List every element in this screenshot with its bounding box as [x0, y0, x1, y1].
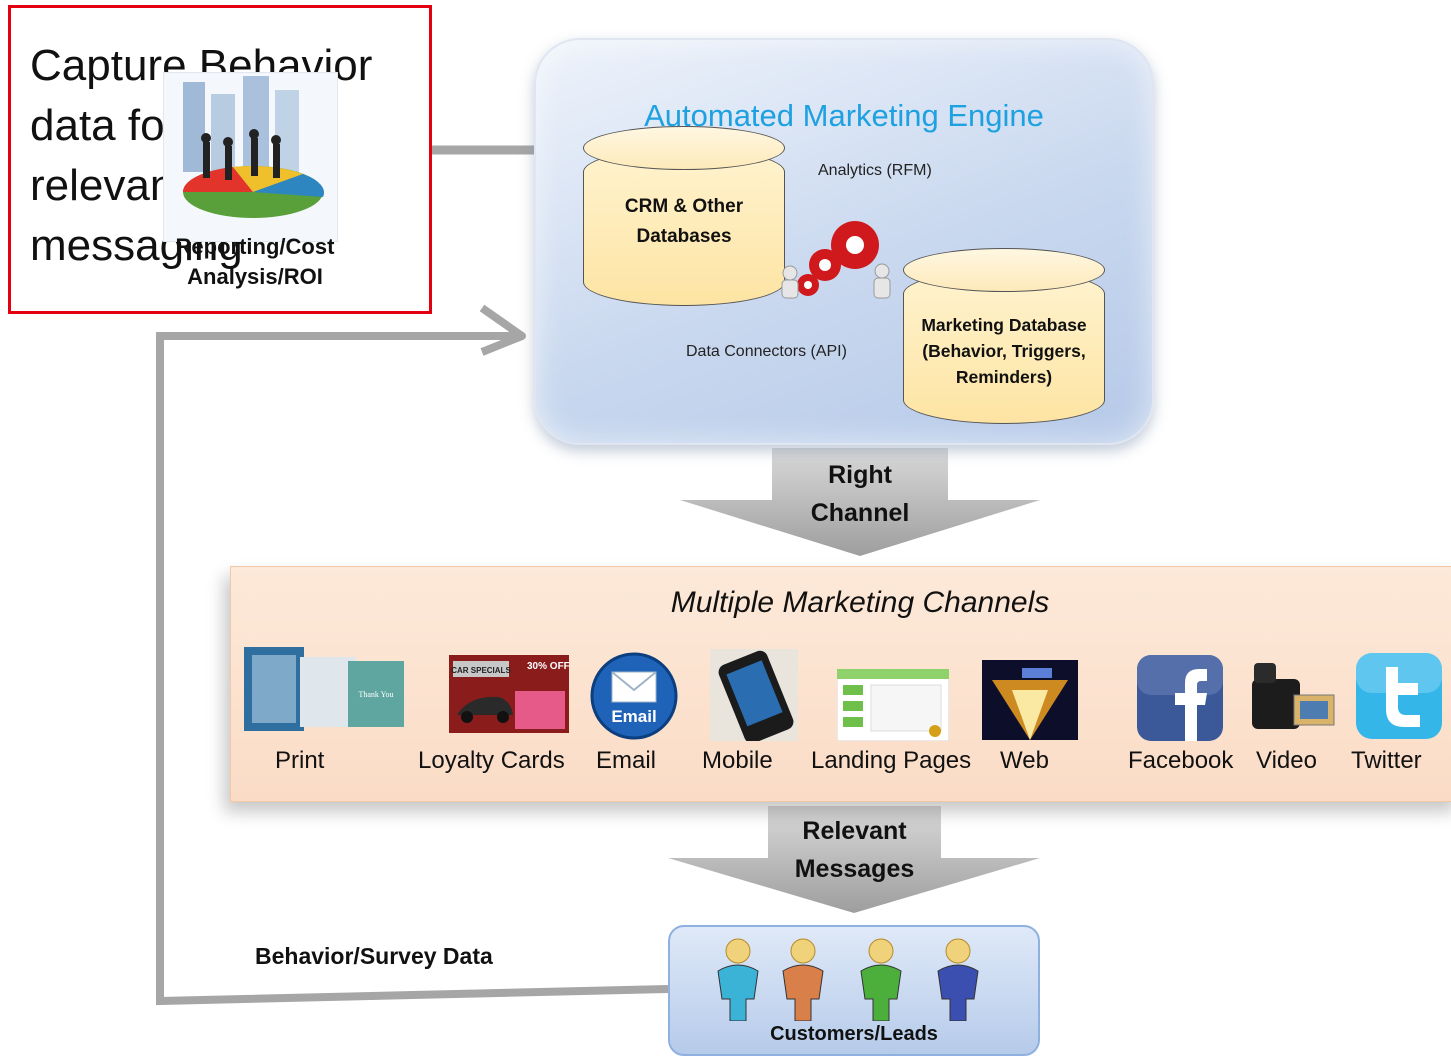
twitter-icon: [1356, 653, 1442, 739]
callout-line-2: data for: [30, 101, 180, 150]
video-camera-icon: [1252, 663, 1335, 729]
mkt-db-label-line-3: Reminders): [955, 367, 1053, 387]
print-brochures-icon: Thank You: [244, 647, 404, 731]
svg-text:Thank You: Thank You: [358, 690, 393, 699]
loyalty-card-title: CAR SPECIALS: [451, 666, 511, 675]
channel-label-print: Print: [275, 747, 325, 774]
reporting-chart-icon: [163, 72, 338, 242]
crm-db-label-line-1: CRM & Other: [624, 196, 744, 217]
crm-database-cylinder: CRM & Other Databases: [583, 126, 785, 306]
marketing-database-cylinder: Marketing Database (Behavior, Triggers, …: [903, 248, 1105, 424]
reporting-label-line-2: Analysis/ROI: [187, 264, 323, 289]
person-icon: [782, 938, 824, 1021]
callout-line-3: relevant: [30, 161, 187, 210]
channel-label-facebook: Facebook: [1128, 747, 1234, 774]
right-channel-line-2: Channel: [810, 499, 910, 527]
channels-title: Multiple Marketing Channels: [670, 586, 1050, 619]
channel-label-mobile: Mobile: [702, 747, 773, 774]
facebook-icon: [1137, 655, 1223, 741]
analytics-label: Analytics (RFM): [818, 162, 932, 179]
person-icon: [860, 938, 902, 1021]
right-channel-label: Right Channel: [772, 456, 948, 532]
person-icon: [937, 938, 979, 1021]
channel-label-landing-pages: Landing Pages: [811, 747, 972, 774]
feedback-loop-arrowhead: [479, 304, 526, 356]
relevant-messages-line-1: Relevant: [802, 817, 907, 845]
mobile-phone-icon: [710, 649, 798, 741]
customer-people-icons: [717, 938, 979, 1021]
loyalty-card-icon: CAR SPECIALS 30% OFF: [449, 655, 569, 733]
person-icon: [717, 938, 759, 1021]
channel-label-twitter: Twitter: [1351, 747, 1422, 774]
landing-page-icon: [837, 669, 949, 741]
feedback-loop-line: [156, 332, 669, 1006]
reporting-label-line-1: Reporting/Cost: [175, 234, 335, 259]
relevant-messages-line-2: Messages: [794, 855, 915, 883]
behavior-survey-data-label: Behavior/Survey Data: [255, 943, 493, 969]
mkt-db-label-line-2: (Behavior, Triggers,: [922, 341, 1086, 361]
loyalty-card-offer: 30% OFF: [527, 661, 569, 672]
svg-text:Email: Email: [611, 707, 656, 726]
channel-label-loyalty-cards: Loyalty Cards: [418, 747, 565, 774]
crm-db-label-line-2: Databases: [636, 226, 732, 247]
right-channel-block-arrow: [680, 448, 1040, 556]
relevant-messages-label: Relevant Messages: [768, 812, 941, 888]
data-connectors-label: Data Connectors (API): [686, 343, 847, 360]
reporting-label: Reporting/Cost Analysis/ROI: [150, 232, 360, 292]
mkt-db-label-line-1: Marketing Database: [921, 315, 1087, 335]
right-channel-line-1: Right: [828, 461, 892, 489]
channel-label-web: Web: [1000, 747, 1049, 774]
customers-label: Customers/Leads: [770, 1023, 938, 1045]
web-icon: [982, 660, 1078, 740]
channel-label-email: Email: [596, 747, 657, 774]
email-icon: Email: [590, 652, 678, 740]
gears-icon: [781, 221, 891, 299]
relevant-messages-block-arrow: [668, 806, 1040, 913]
channel-label-video: Video: [1256, 747, 1317, 774]
